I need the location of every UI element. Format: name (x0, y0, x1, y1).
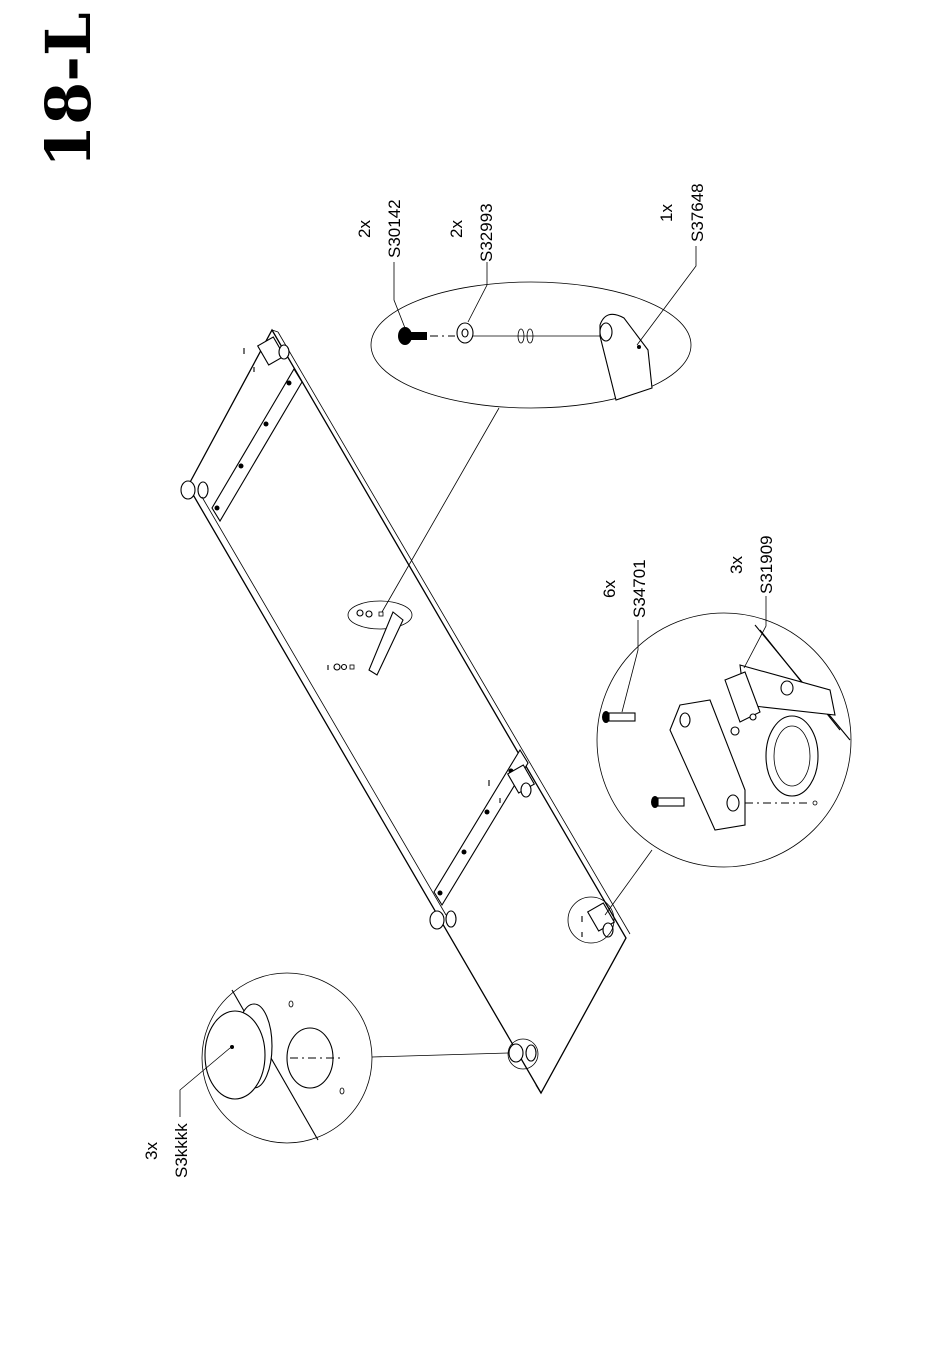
label-qty: 1x (657, 204, 676, 222)
label-qty: 3x (727, 556, 746, 574)
label-cap: 3x S3kkkk (142, 1123, 191, 1178)
label-screw-top: 2x S30142 (355, 199, 404, 258)
label-code: S37648 (688, 183, 707, 242)
step-number: 18-L (32, 12, 105, 168)
label-code: S30142 (385, 199, 404, 258)
label-handle: 1x S37648 (657, 183, 707, 242)
handle-icon (600, 314, 652, 400)
label-code: S32993 (477, 203, 496, 262)
label-screw-hinge: 6x S34701 (600, 559, 649, 618)
label-code: S3kkkk (172, 1123, 191, 1178)
detail-hinge (597, 613, 851, 867)
label-qty: 3x (142, 1142, 161, 1160)
hinge-screw-icon-2 (651, 796, 684, 808)
label-code: S34701 (630, 559, 649, 618)
label-qty: 2x (447, 220, 466, 238)
label-qty: 6x (600, 580, 619, 598)
label-qty: 2x (355, 220, 374, 238)
washer-icon (457, 323, 473, 343)
label-washer: 2x S32993 (447, 203, 496, 262)
detail-cap (202, 973, 372, 1143)
label-hinge: 3x S31909 (727, 535, 776, 594)
detail-handle (371, 282, 691, 408)
screw-icon (398, 327, 427, 345)
label-code: S31909 (757, 535, 776, 594)
hinge-screw-icon (602, 711, 635, 723)
